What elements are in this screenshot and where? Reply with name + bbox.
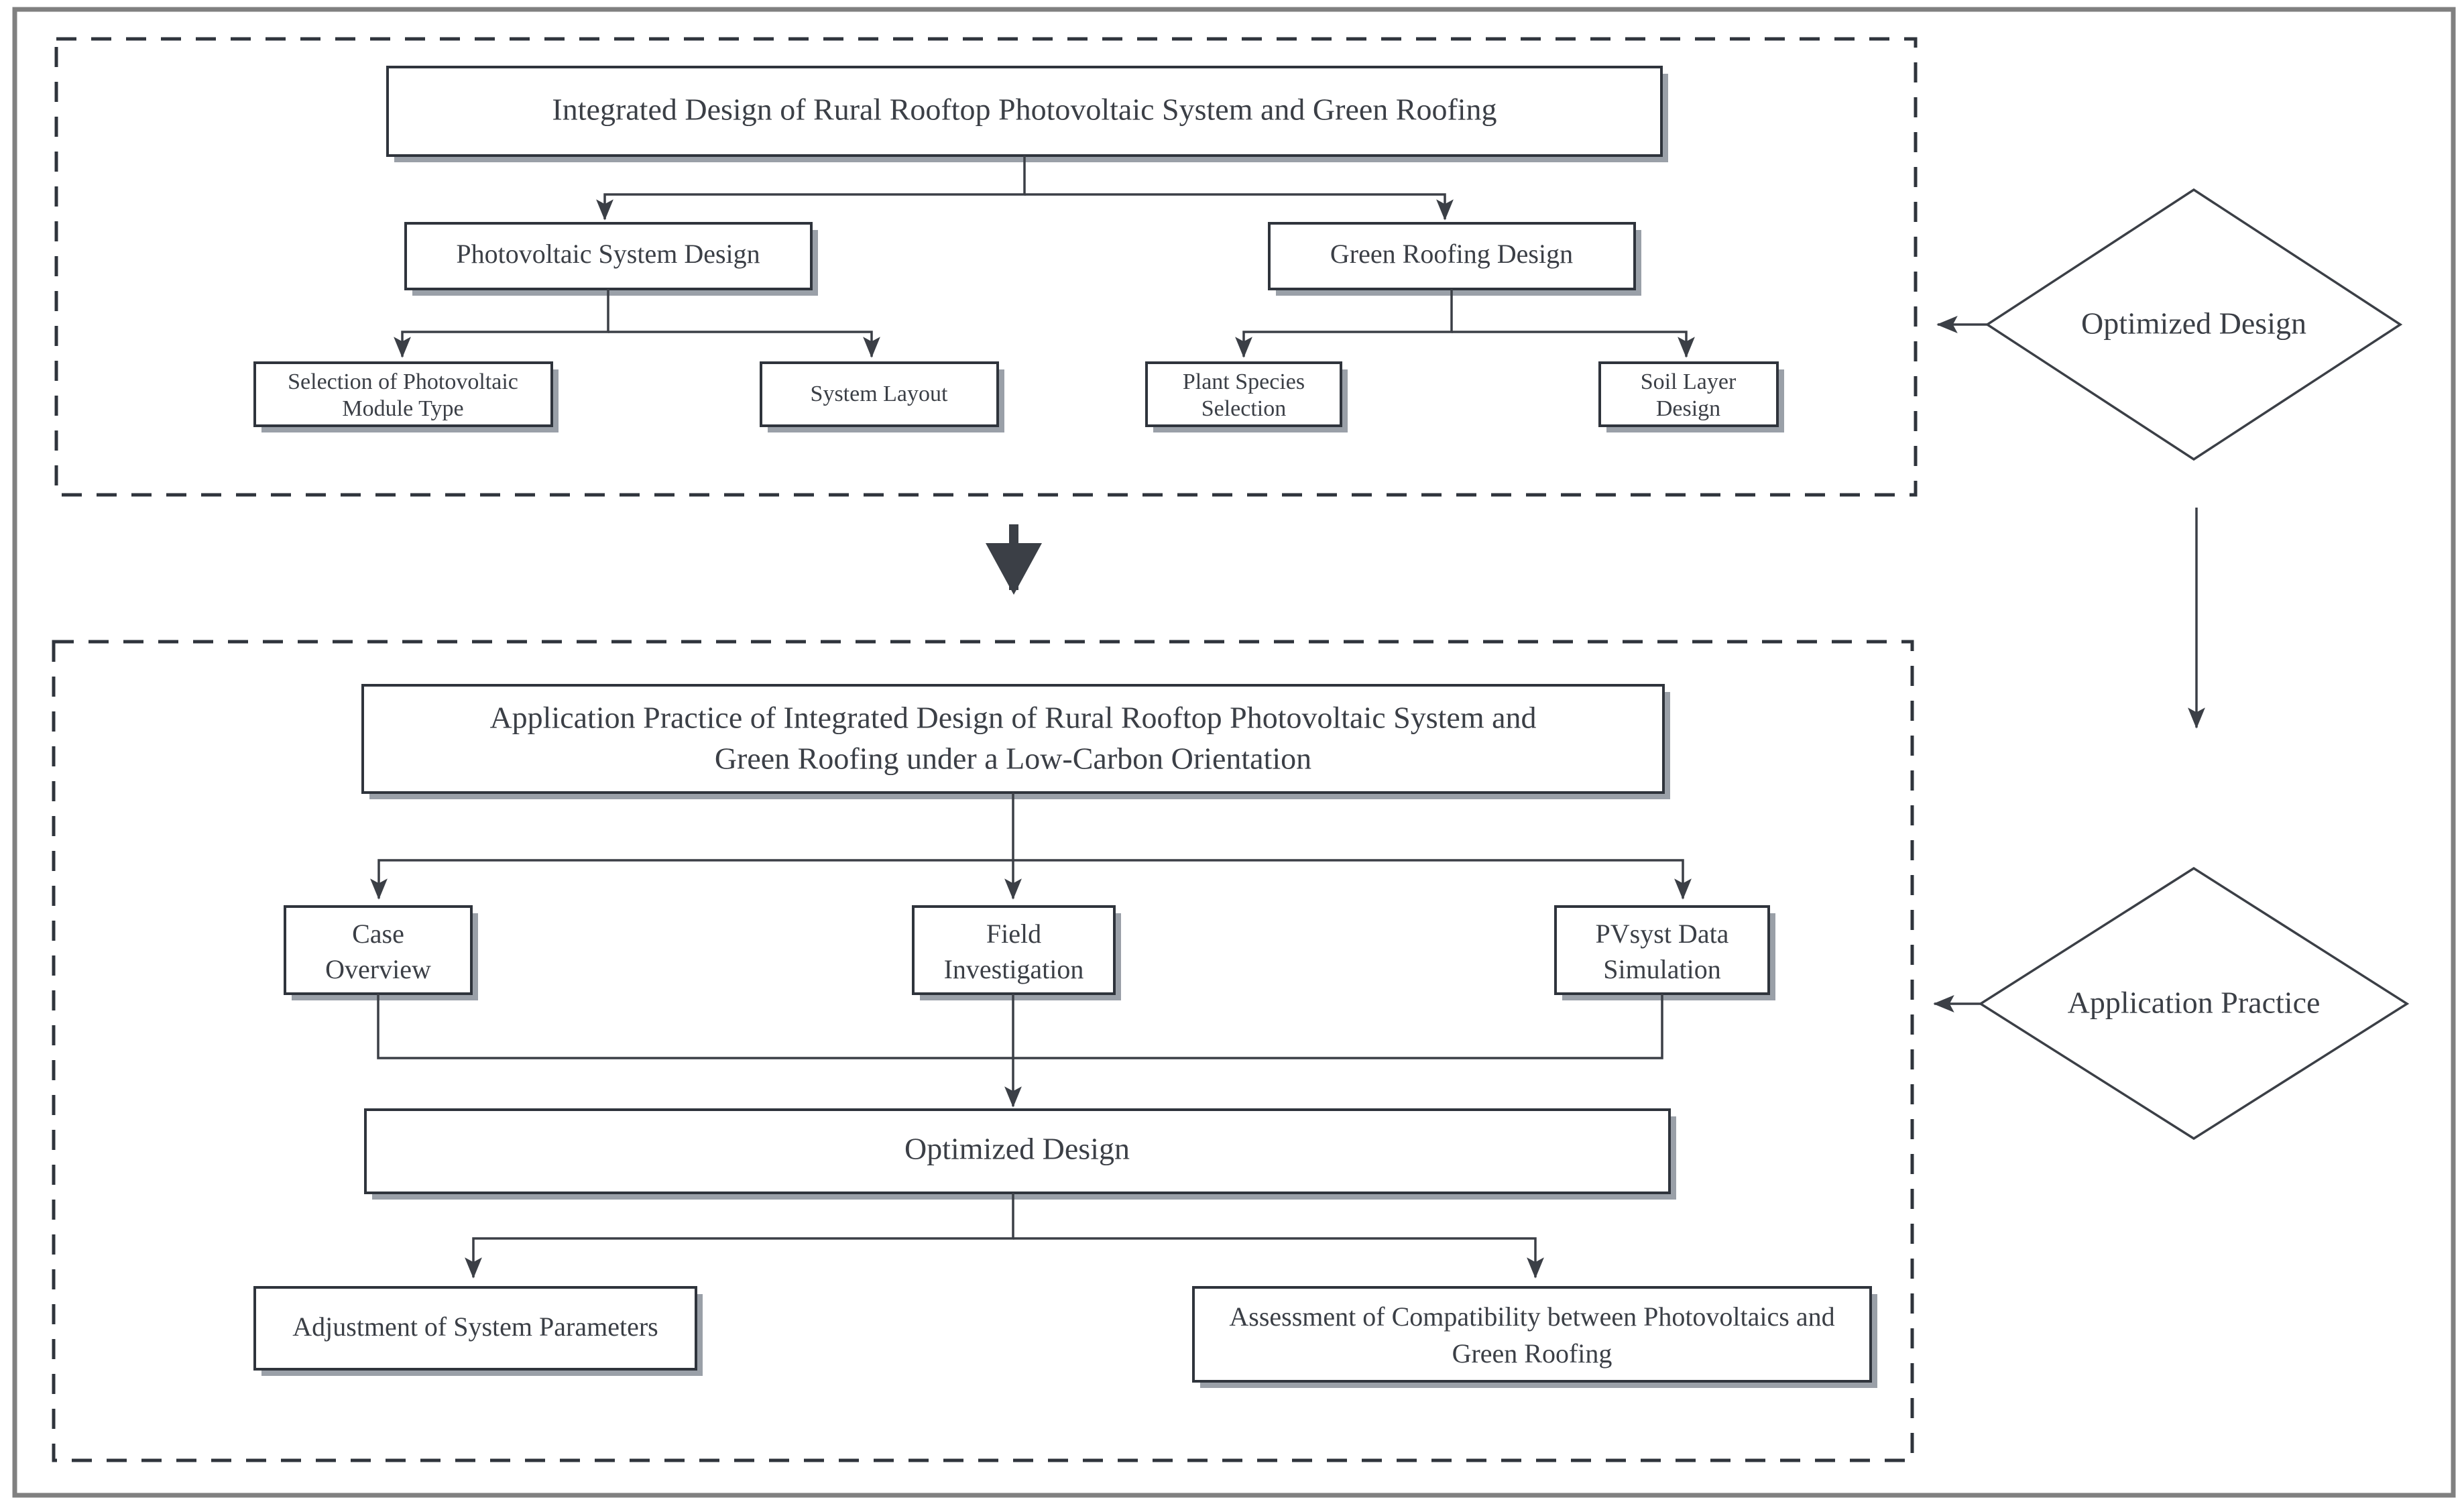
node-step-pvsyst-simulation[interactable] <box>1554 905 1770 995</box>
node-design-root[interactable] <box>386 66 1663 157</box>
connector-merge-to-assessment <box>1013 1237 1544 1279</box>
connector-pv-to-layout <box>608 331 880 358</box>
node-step-case-overview[interactable] <box>284 905 473 995</box>
design-root-label: Integrated Design of Rural Rooftop Photo… <box>552 93 1497 127</box>
connector-green-to-soil <box>1452 331 1695 358</box>
outer-frame <box>12 7 2456 1498</box>
outcome-adjustment-label: Adjustment of System Parameters <box>292 1312 658 1342</box>
node-outcome-assessment[interactable] <box>1192 1286 1872 1383</box>
step-pvsyst-line1: PVsyst Data <box>1596 919 1729 949</box>
leaf-soil-layer-line2: Design <box>1656 396 1720 421</box>
connector-case-to-merge <box>377 994 1013 1059</box>
node-outcome-adjustment[interactable] <box>253 1286 697 1371</box>
step-pvsyst-line2: Simulation <box>1603 954 1721 984</box>
diamond-application-practice-label: Application Practice <box>2068 986 2321 1020</box>
diamond-optimized-design-label: Optimized Design <box>2081 306 2306 341</box>
leaf-plant-species-line1: Plant Species <box>1183 369 1305 394</box>
leaf-system-layout-label: System Layout <box>811 382 948 406</box>
outcome-assessment-line2: Green Roofing <box>1452 1338 1612 1369</box>
node-practice-root[interactable] <box>361 684 1665 794</box>
node-leaf-plant-species[interactable] <box>1145 361 1342 427</box>
leaf-module-type-line2: Module Type <box>342 396 463 421</box>
node-leaf-soil-layer[interactable] <box>1598 361 1779 427</box>
leaf-module-type-line1: Selection of Photovoltaic <box>288 369 518 394</box>
practice-root-line2: Green Roofing under a Low-Carbon Orienta… <box>715 742 1311 776</box>
diamond-application-practice[interactable] <box>1978 866 2410 1141</box>
diamond-optimized-design[interactable] <box>1985 188 2403 461</box>
connector-green-to-plant <box>1235 289 1453 358</box>
step-field-line2: Investigation <box>944 954 1084 984</box>
step-case-line1: Case <box>352 919 404 949</box>
step-case-line2: Overview <box>325 954 431 984</box>
node-step-field-investigation[interactable] <box>912 905 1116 995</box>
outcome-assessment-line1: Assessment of Compatibility between Phot… <box>1229 1301 1834 1332</box>
group-box-integrated-design <box>54 37 1918 497</box>
branch-green-label: Green Roofing Design <box>1330 239 1573 269</box>
connector-practice-to-pvsyst <box>1013 859 1692 900</box>
node-merge-optimized-design[interactable] <box>364 1108 1671 1194</box>
leaf-plant-species-line2: Selection <box>1201 396 1287 421</box>
connector-pvsyst-to-merge <box>1013 994 1663 1059</box>
group-box-application-practice <box>52 640 1914 1462</box>
node-leaf-module-type[interactable] <box>253 361 553 427</box>
branch-pv-label: Photovoltaic System Design <box>456 239 760 269</box>
connector-pv-to-module <box>394 289 609 358</box>
node-leaf-system-layout[interactable] <box>760 361 999 427</box>
practice-root-line1: Application Practice of Integrated Desig… <box>489 701 1536 735</box>
merge-optimized-design-label: Optimized Design <box>904 1132 1130 1166</box>
node-branch-green-roofing-design[interactable] <box>1268 222 1636 290</box>
leaf-soil-layer-line1: Soil Layer <box>1641 369 1737 394</box>
connector-root-to-pv <box>596 156 1026 221</box>
connector-root-to-green <box>1024 193 1454 221</box>
connector-practice-to-case <box>370 793 1014 900</box>
connector-merge-to-adjustment <box>465 1193 1014 1279</box>
step-field-line1: Field <box>986 919 1041 949</box>
